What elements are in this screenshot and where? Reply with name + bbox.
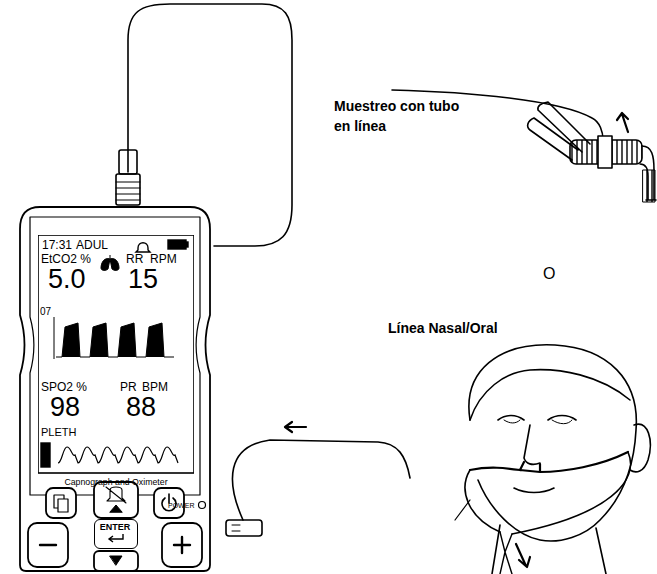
display-screen: 17:31 ADUL EtCO2 % RR RPM 5.0 15 07SPO2 % PR BPM 9… bbox=[38, 235, 194, 493]
patient-mode: ADUL bbox=[76, 239, 108, 251]
flow-arrow bbox=[516, 544, 530, 567]
etco2-value: 5.0 bbox=[48, 266, 86, 293]
scale-label: 07 bbox=[40, 307, 51, 317]
enter-button: ENTER bbox=[94, 519, 138, 549]
head-outline bbox=[469, 345, 636, 541]
parameter-label: SPO2 % bbox=[41, 381, 87, 393]
eye bbox=[498, 416, 576, 421]
ear bbox=[630, 424, 650, 472]
waveform-label: PLETH bbox=[41, 427, 76, 438]
parameter-label: PR bbox=[120, 381, 137, 393]
sampling-label: Línea Nasal/Oral bbox=[388, 318, 548, 338]
device-housing: 17:31 ADUL EtCO2 % RR RPM 5.0 15 07SPO2 % PR BPM 9… bbox=[18, 205, 212, 573]
flow-arrow bbox=[617, 113, 628, 132]
spo2-value: 98 bbox=[50, 394, 80, 421]
mouth bbox=[514, 488, 554, 493]
sensor-cable bbox=[128, 4, 292, 246]
option-label: O bbox=[543, 262, 567, 285]
parameter-label: RR bbox=[126, 253, 143, 265]
cannula-line bbox=[500, 532, 512, 574]
parameter-label: EtCO2 % bbox=[41, 253, 91, 265]
sampling-tube bbox=[392, 90, 603, 140]
clock-time: 17:31 bbox=[42, 239, 72, 251]
sampling-label: Muestreo con tubo en línea bbox=[334, 96, 460, 137]
unit-label: BPM bbox=[142, 381, 168, 393]
cable-plug bbox=[119, 150, 137, 174]
hair bbox=[470, 370, 630, 420]
nasal-cannula bbox=[470, 452, 628, 472]
indicator-label: POWER bbox=[168, 502, 194, 509]
nose bbox=[524, 425, 540, 464]
neck bbox=[492, 525, 606, 574]
sampling-line bbox=[232, 440, 410, 520]
flow-arrow bbox=[285, 422, 306, 432]
button-label: ENTER bbox=[95, 523, 135, 532]
device-name: Capnograph and Oximeter bbox=[38, 478, 194, 487]
unit-label: RPM bbox=[150, 253, 177, 265]
rr-value: 15 bbox=[128, 266, 158, 293]
line-connector bbox=[226, 520, 262, 536]
pulse-value: 88 bbox=[126, 394, 156, 421]
